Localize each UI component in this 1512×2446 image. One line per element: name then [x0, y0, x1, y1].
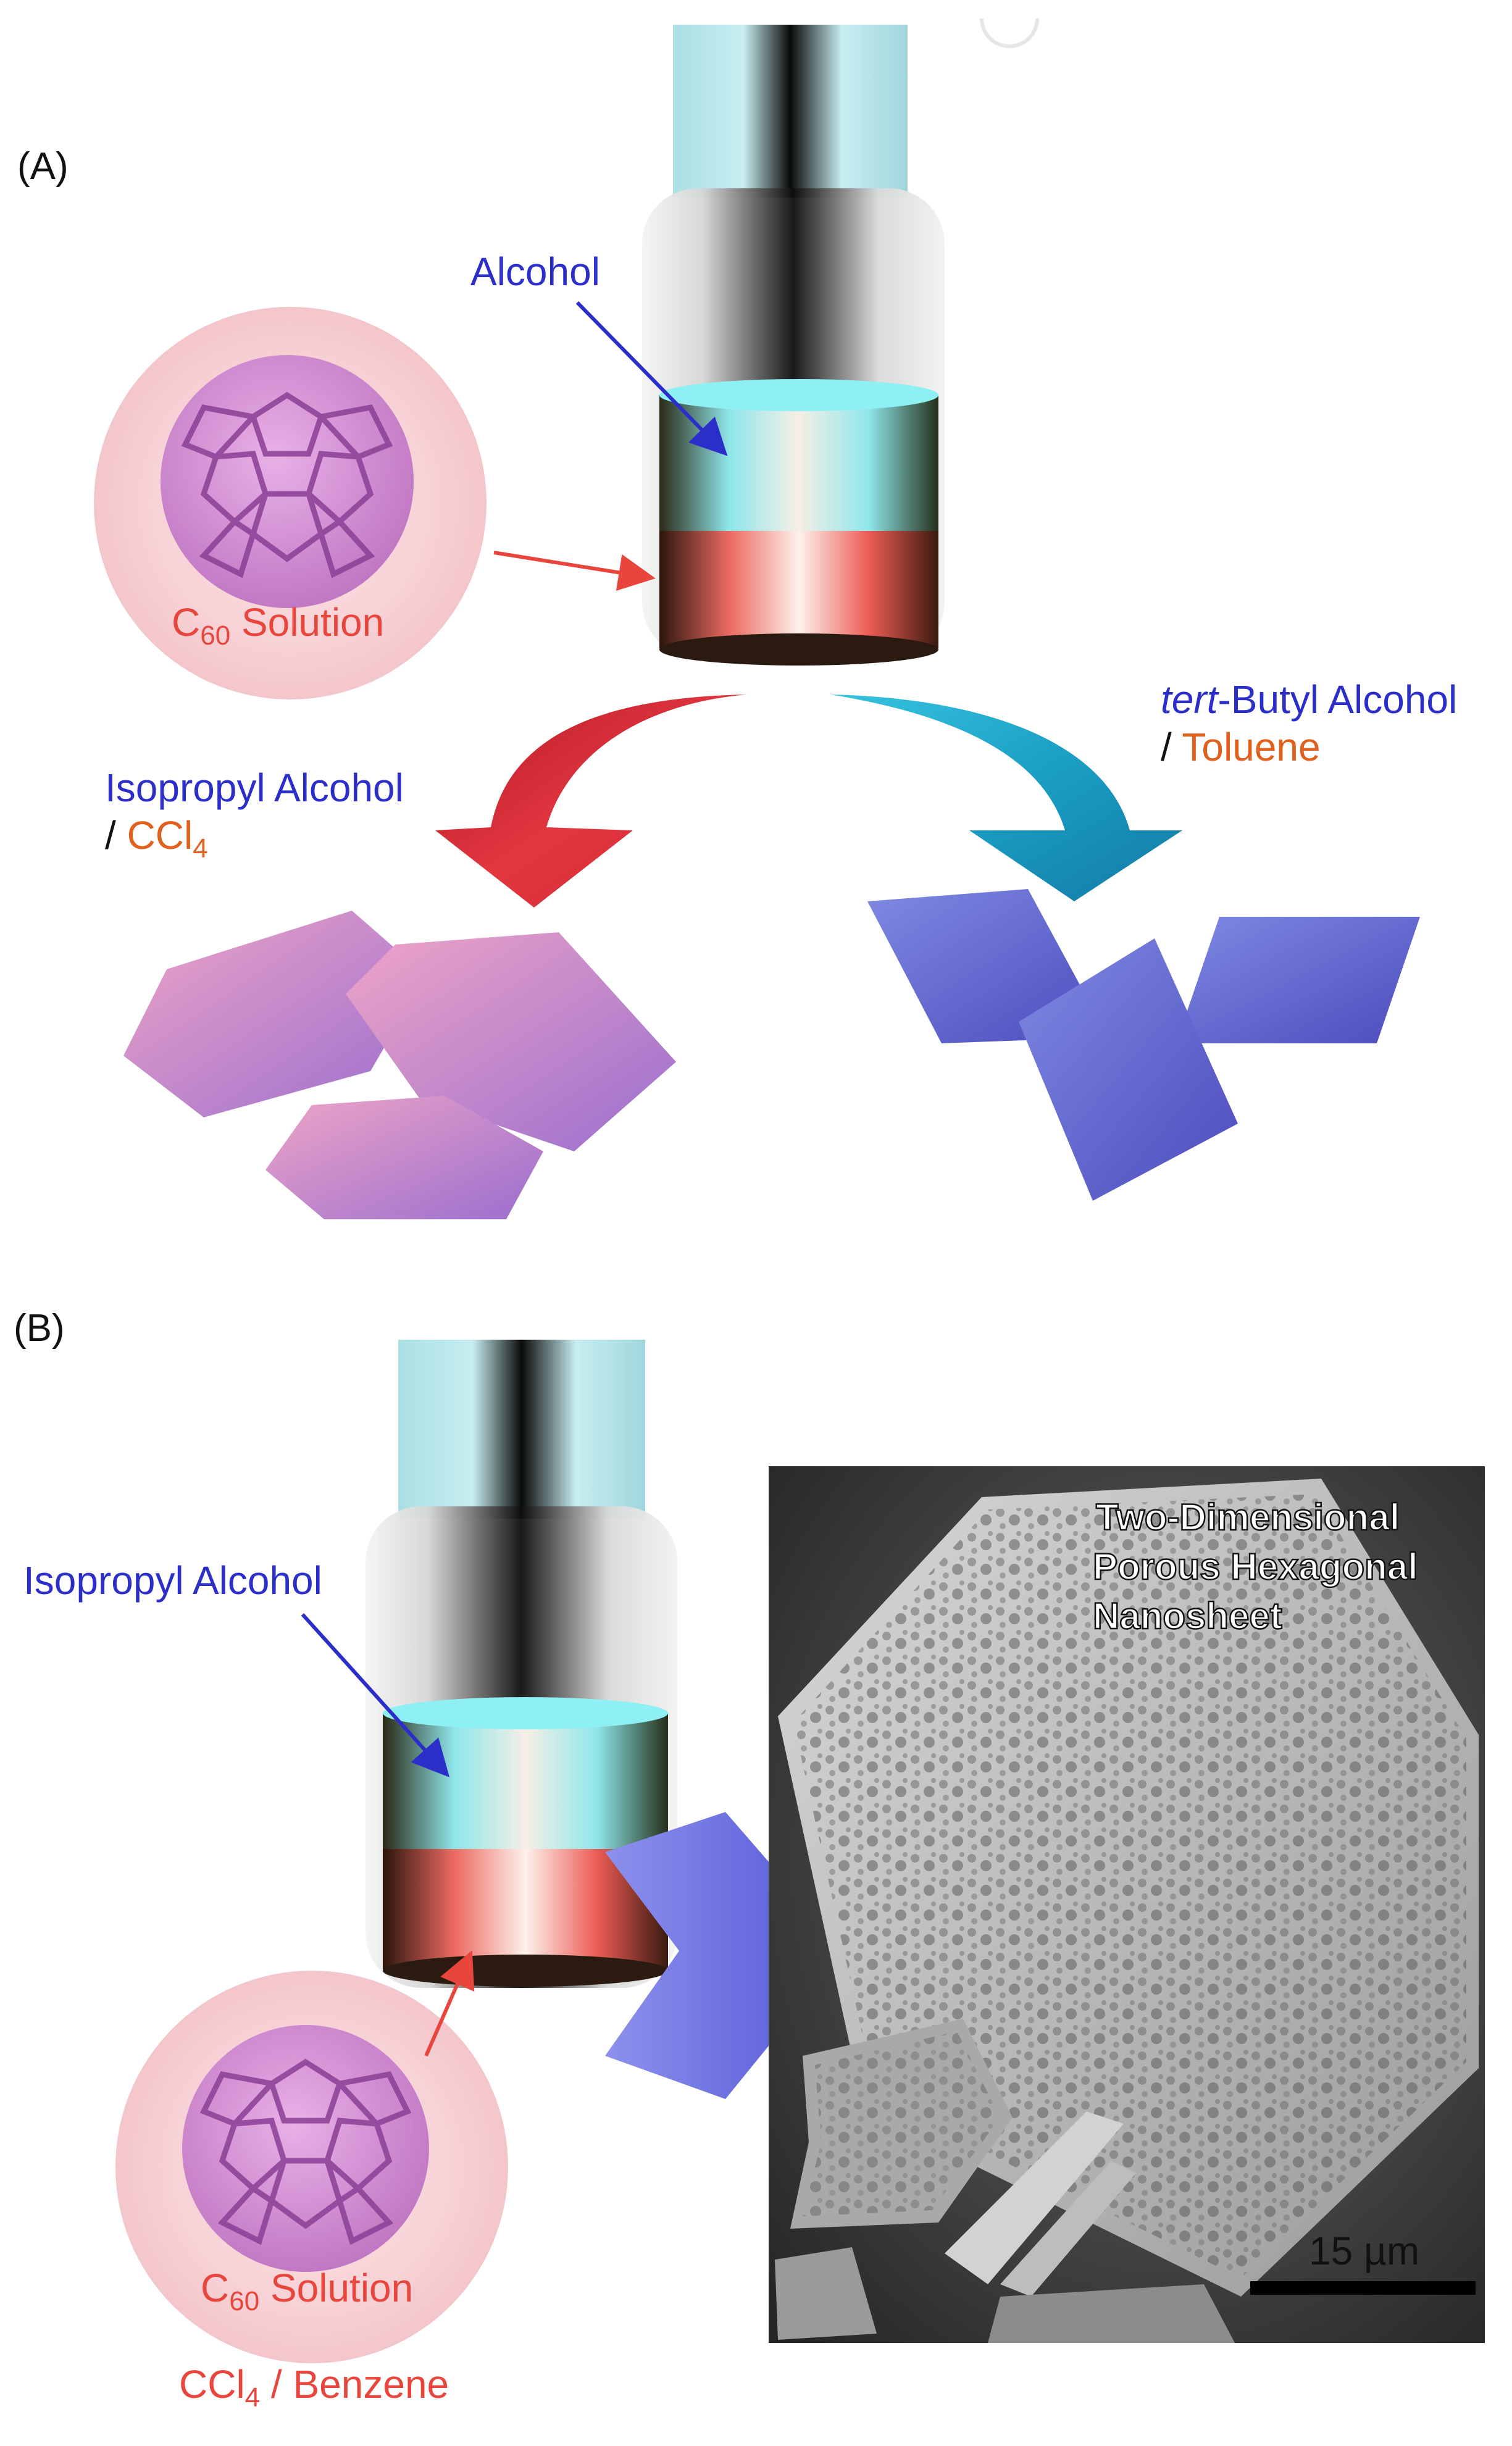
- panel-b-label: (B): [14, 1307, 65, 1350]
- c60-molecule-icon: [161, 355, 414, 608]
- c60-cage-lines: [199, 2058, 412, 2245]
- vial-a-alcohol-surface: [659, 379, 938, 411]
- decorative-arc: [980, 18, 1039, 48]
- c60-arrow-a: [493, 551, 656, 591]
- teal-curved-arrow: [830, 695, 1182, 901]
- vial-b-bottom: [383, 1955, 668, 1987]
- sem-title-line1: Two-Dimensional: [1096, 1496, 1400, 1538]
- hexagon-sheet: [346, 932, 676, 1151]
- panel-b-alcohol-arrow: [301, 1613, 450, 1777]
- sem-debris: [988, 2284, 1235, 2343]
- c60-solution-label-a: C60 Solution: [172, 600, 384, 651]
- panel-b-solvent-label: CCl4 / Benzene: [179, 2362, 449, 2413]
- sem-title-line3: Nanosheet: [1093, 1595, 1282, 1637]
- scale-bar: [1250, 2281, 1476, 2295]
- vial-a-bottom: [659, 633, 938, 666]
- left-solvent-label-line1: Isopropyl Alcohol: [105, 766, 404, 810]
- sem-image: Two-Dimensional Porous Hexagonal Nanoshe…: [769, 1466, 1485, 2343]
- sem-title-line2: Porous Hexagonal: [1093, 1546, 1418, 1587]
- panel-a-label: (A): [17, 145, 69, 188]
- red-curved-arrow: [435, 695, 747, 908]
- c60-cage-lines: [181, 391, 393, 578]
- c60-solution-label-b: C60 Solution: [201, 2266, 413, 2316]
- left-solvent-label-line2: / CCl4: [105, 813, 208, 864]
- c60-arrow-b: [424, 1950, 475, 2057]
- hexagon-sheet: [265, 1096, 543, 1219]
- c60-molecule-icon: [182, 2025, 429, 2272]
- square-sheet: [1019, 938, 1238, 1201]
- vial-a: [642, 25, 945, 666]
- panel-b-alcohol-label: Isopropyl Alcohol: [23, 1558, 322, 1603]
- square-sheet: [1176, 917, 1420, 1043]
- hexagonal-nanosheets: [123, 911, 676, 1219]
- vial-a-cap: [673, 25, 908, 198]
- sem-small-crystal-pores: [803, 2031, 1000, 2216]
- c60-solution-bubble-a: C60 Solution: [94, 307, 487, 699]
- sem-flake: [945, 2111, 1124, 2284]
- hexagon-sheet: [123, 911, 426, 1117]
- panel-a-alcohol-label: Alcohol: [470, 249, 600, 294]
- c60-solution-bubble-b: C60 Solution: [115, 1971, 508, 2363]
- vial-a-alcohol-layer: [659, 395, 938, 537]
- alcohol-arrow: [575, 301, 728, 456]
- vial-b-alcohol-surface: [383, 1697, 668, 1729]
- vial-a-c60-layer: [659, 531, 938, 648]
- scale-bar-label: 15 µm: [1309, 2229, 1419, 2273]
- right-solvent-label-line1: tert-Butyl Alcohol: [1161, 677, 1457, 722]
- sem-title: Two-Dimensional Porous Hexagonal Nanoshe…: [1092, 1496, 1419, 1638]
- right-solvent-label-line2: / Toluene: [1161, 725, 1321, 769]
- vial-b: [365, 1340, 677, 1988]
- sem-flake: [1000, 2161, 1136, 2297]
- vial-b-cap: [398, 1340, 645, 1519]
- square-nanosheets: [867, 889, 1420, 1201]
- vial-b-alcohol-layer: [383, 1713, 668, 1855]
- sem-debris: [775, 2247, 877, 2340]
